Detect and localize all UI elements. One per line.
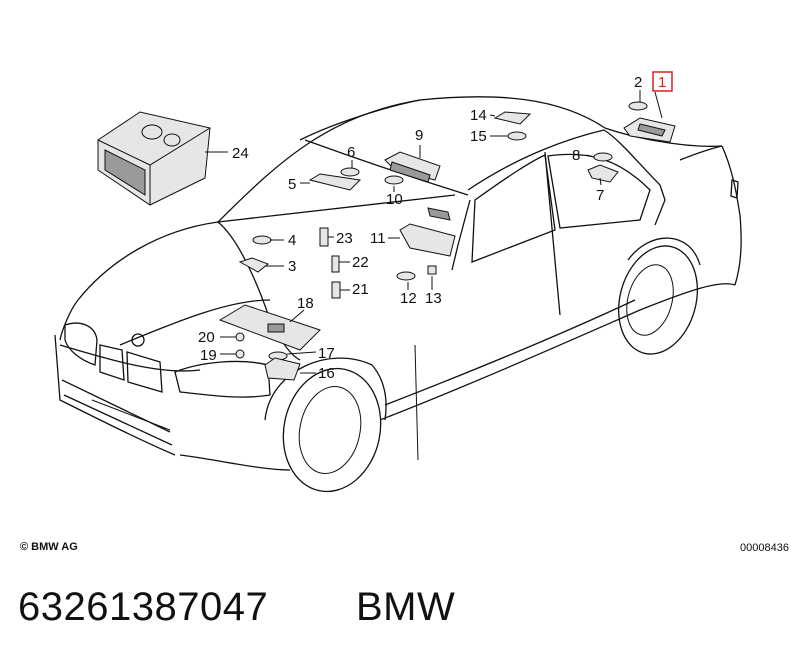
callout-21: 21 [352, 281, 369, 298]
part-4-bulb [252, 235, 272, 245]
part-16-lamp [264, 357, 301, 381]
callout-20: 20 [198, 329, 215, 346]
callout-15: 15 [470, 128, 487, 145]
callout-labels: 1 2 24 14 15 9 6 5 10 8 7 11 4 23 3 22 2… [198, 71, 673, 382]
part-2-bulb [628, 101, 648, 111]
part-11-glovebox-light [399, 207, 456, 257]
part-6-bulb [340, 167, 360, 177]
part-24-lamp-housing [97, 111, 211, 206]
callout-3: 3 [288, 258, 296, 275]
part-14-lens [493, 111, 532, 125]
callout-2: 2 [634, 74, 642, 91]
part-18-bracket [218, 304, 321, 351]
part-3-holder [238, 257, 269, 273]
callout-11: 11 [370, 230, 386, 247]
part-number: 63261387047 [18, 585, 269, 629]
part-13-bulb [427, 265, 437, 275]
part-8-bulb [593, 152, 613, 162]
callout-24: 24 [232, 145, 249, 162]
callout-19: 19 [200, 347, 217, 364]
part-19-nut [235, 349, 245, 359]
diagram-id: 00008436 [740, 542, 789, 554]
callout-13: 13 [425, 290, 442, 307]
callout-9: 9 [415, 127, 423, 144]
part-21-switch [331, 281, 341, 299]
callout-4: 4 [288, 232, 296, 249]
callout-8: 8 [572, 147, 580, 164]
copyright-text: © BMW AG [20, 541, 78, 553]
callout-17: 17 [318, 345, 335, 362]
callout-1: 1 [658, 74, 666, 91]
callout-6: 6 [347, 144, 355, 161]
part-22-switch [331, 255, 340, 273]
part-1-trunk-light [623, 117, 676, 143]
callout-14: 14 [470, 107, 487, 124]
part-12-bulb [396, 271, 416, 281]
brand-name: BMW [356, 585, 456, 629]
car-outline [54, 96, 742, 493]
part-15-bulb [507, 131, 527, 141]
part-20-screw [235, 332, 245, 342]
part-7-holder [587, 164, 619, 183]
callout-18: 18 [297, 295, 314, 312]
part-9-interior-light [384, 151, 441, 183]
leader-lines [205, 90, 663, 374]
callout-5: 5 [288, 176, 296, 193]
callout-7: 7 [596, 187, 604, 204]
part-10-bulb [384, 175, 404, 185]
callout-16: 16 [318, 365, 335, 382]
callout-10: 10 [386, 191, 403, 208]
part-23-switch [319, 227, 329, 247]
callout-12: 12 [400, 290, 417, 307]
callout-1-highlight [652, 71, 673, 92]
callout-23: 23 [336, 230, 353, 247]
callout-22: 22 [352, 254, 369, 271]
part-5-lens [308, 173, 362, 191]
